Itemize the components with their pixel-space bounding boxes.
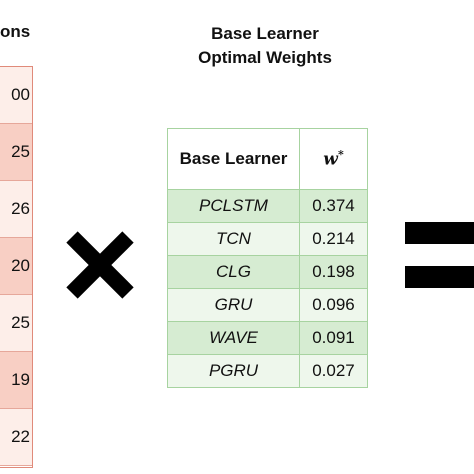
title-line-2: Optimal Weights (198, 48, 332, 67)
table-row: TCN 0.214 (167, 222, 368, 256)
table-header-row: Base Learner w* (167, 128, 368, 190)
learner-weight: 0.198 (299, 255, 368, 289)
learner-name: CLG (167, 255, 300, 289)
header-weight: w* (299, 128, 368, 190)
table-row: CLG 0.198 (167, 255, 368, 289)
header-weight-superscript: * (337, 148, 344, 162)
header-base-learner: Base Learner (167, 128, 300, 190)
learner-name: PGRU (167, 354, 300, 388)
table-row: PGRU 0.027 (167, 354, 368, 388)
table-row: GRU 0.096 (167, 288, 368, 322)
learner-name: GRU (167, 288, 300, 322)
learner-weight: 0.027 (299, 354, 368, 388)
table-row: WAVE 0.091 (167, 321, 368, 355)
learner-weight: 0.214 (299, 222, 368, 256)
left-value-cell: 25 (0, 295, 32, 352)
left-value-cell: 19 (0, 352, 32, 409)
left-value-cell: 00 (0, 67, 32, 124)
learner-name: WAVE (167, 321, 300, 355)
learner-weight: 0.096 (299, 288, 368, 322)
left-value-cell: 25 (0, 124, 32, 181)
left-value-cell: 20 (0, 238, 32, 295)
learner-weight: 0.091 (299, 321, 368, 355)
left-value-cell: 22 (0, 409, 32, 466)
left-panel-title: ons (0, 22, 31, 41)
table-row: PCLSTM 0.374 (167, 189, 368, 223)
optimal-weights-title: Base Learner Optimal Weights (160, 22, 370, 70)
left-value-cell: 26 (0, 181, 32, 238)
equals-icon (405, 222, 474, 294)
learner-name: TCN (167, 222, 300, 256)
header-weight-symbol: w (323, 149, 338, 170)
left-value-column: 00 25 26 20 25 19 22 (0, 66, 33, 468)
weights-table: Base Learner w* PCLSTM 0.374 TCN 0.214 C… (167, 128, 368, 388)
learner-name: PCLSTM (167, 189, 300, 223)
multiply-icon (60, 225, 140, 305)
learner-weight: 0.374 (299, 189, 368, 223)
title-line-1: Base Learner (211, 24, 319, 43)
